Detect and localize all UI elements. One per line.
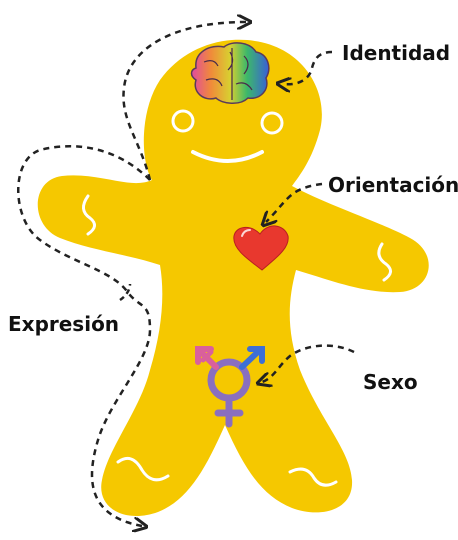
- right-eye: [260, 111, 284, 135]
- smile: [191, 150, 264, 163]
- expression-label: Expresión: [8, 312, 119, 336]
- heart-icon: [233, 225, 289, 271]
- expression-outline-dashes-left: [17, 145, 152, 526]
- identity-label: Identidad: [342, 41, 450, 65]
- sex-arrow: [262, 344, 355, 382]
- transgender-symbol-icon: [195, 346, 265, 428]
- brain-icon: [190, 42, 270, 104]
- orientation-arrow: [266, 182, 323, 222]
- left-eye: [171, 109, 195, 133]
- expression-pointer: [119, 283, 132, 302]
- left-arm-squiggle: [82, 194, 96, 236]
- gingerbread-body: [37, 39, 429, 517]
- sex-label: Sexo: [363, 370, 418, 394]
- right-arm-squiggle: [377, 242, 392, 282]
- right-leg-squiggle: [288, 467, 338, 487]
- expression-outline-dashes: [122, 22, 246, 181]
- orientation-label: Orientación: [328, 173, 458, 197]
- left-leg-squiggle: [116, 456, 170, 482]
